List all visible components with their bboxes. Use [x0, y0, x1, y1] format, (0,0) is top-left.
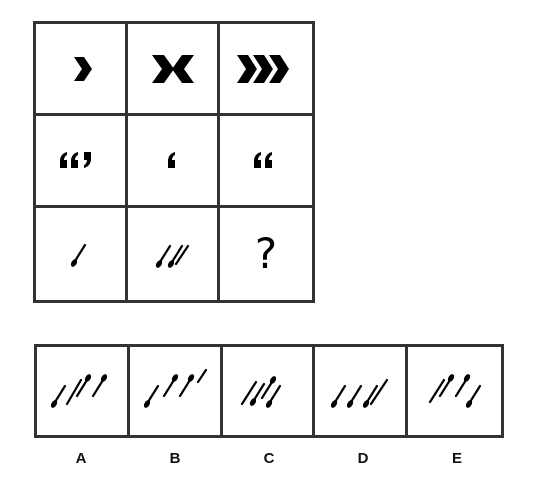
option-d[interactable]: [315, 347, 409, 435]
matrix-cell-r3c2: [128, 208, 220, 300]
quote-mark-single-icon: [167, 151, 175, 168]
brush-triple-icon: [328, 378, 389, 411]
answer-options: [34, 344, 504, 438]
option-label-c: C: [263, 450, 275, 467]
brush-triple-icon: [141, 368, 207, 411]
option-label-e: E: [451, 450, 462, 467]
matrix-cell-r3c3: ?: [220, 208, 312, 300]
option-c[interactable]: [223, 347, 316, 435]
brush-triple-icon: [428, 371, 481, 411]
matrix-cell-r1c2: [128, 24, 220, 116]
matrix-cell-r1c1: [36, 24, 128, 116]
matrix-cell-r3c1: [36, 208, 128, 300]
chevron-pair-icon: [151, 54, 194, 83]
chevron-single-icon: [73, 56, 92, 81]
option-label-a: A: [75, 450, 87, 467]
matrix-cell-r2c3: [220, 116, 312, 208]
option-labels: A B C D E: [34, 450, 504, 467]
missing-cell-question-mark: ?: [254, 229, 278, 278]
brush-double-icon: [152, 244, 189, 271]
quote-mark-triple-icon: [59, 151, 91, 168]
option-e[interactable]: [408, 347, 501, 435]
brush-triple-icon: [48, 371, 110, 411]
brush-single-icon: [67, 243, 86, 270]
quote-mark-double-icon: [254, 151, 272, 168]
matrix-cell-r2c2: [128, 116, 220, 208]
puzzle-matrix: ?: [33, 21, 315, 303]
matrix-cell-r2c1: [36, 116, 128, 208]
option-label-b: B: [169, 450, 181, 467]
option-a[interactable]: [37, 347, 130, 435]
brush-triple-icon: [241, 373, 282, 411]
option-b[interactable]: [130, 347, 223, 435]
matrix-cell-r1c3: [220, 24, 312, 116]
chevron-triple-icon: [237, 54, 289, 83]
option-label-d: D: [357, 450, 369, 467]
